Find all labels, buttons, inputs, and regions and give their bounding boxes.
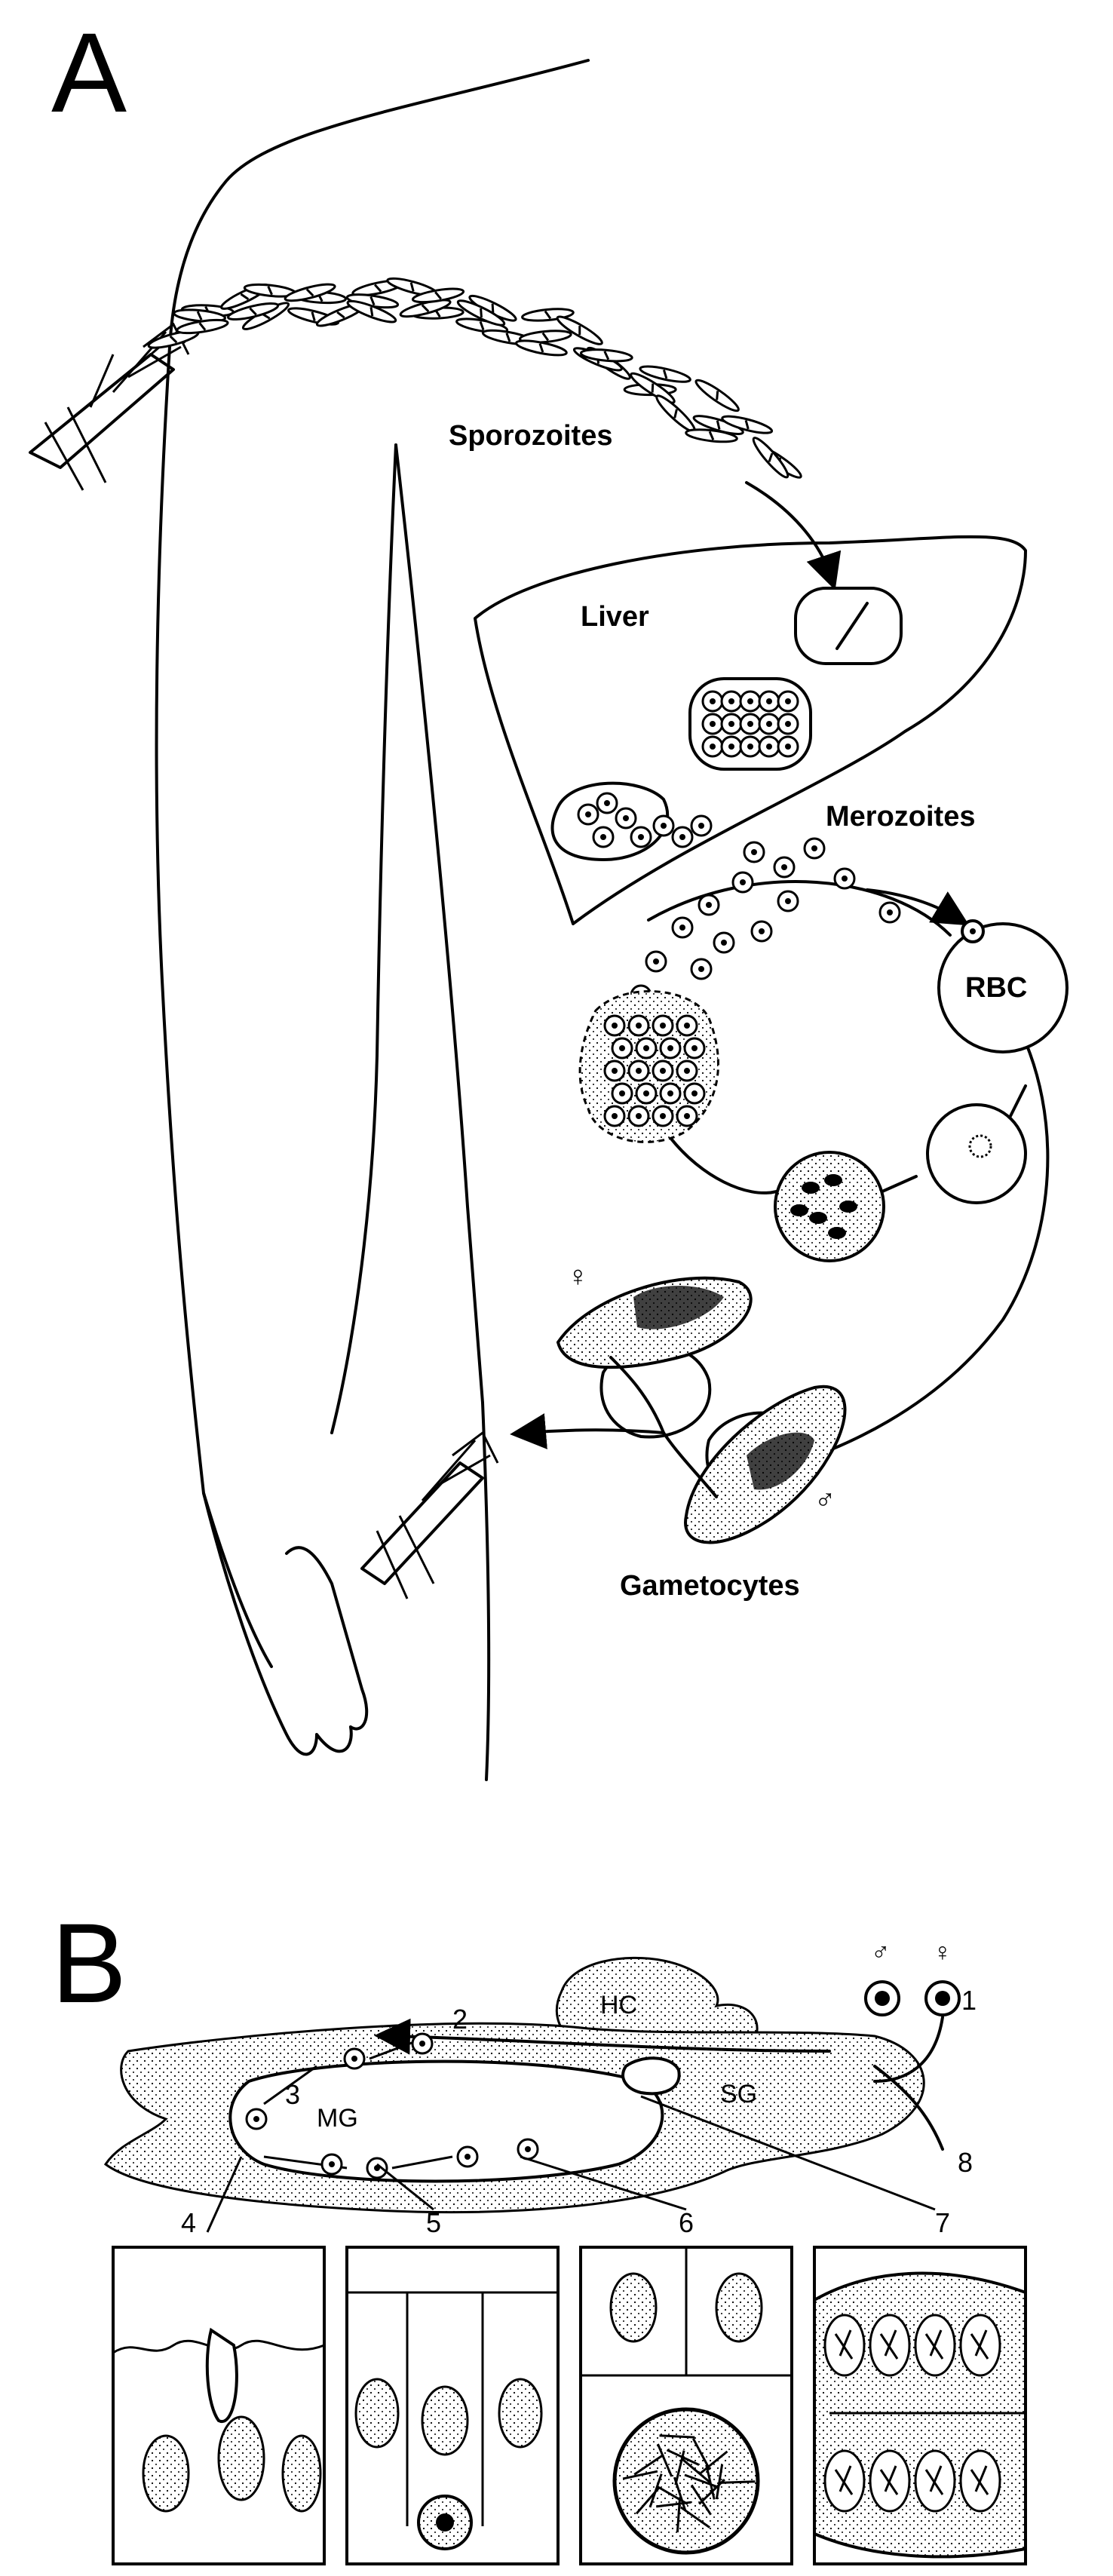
liver-cell-sporozoite: [794, 587, 903, 665]
sporozoites-stream: [147, 277, 802, 479]
stage-3-label: 3: [285, 2079, 300, 2110]
stage-5-label: 5: [426, 2207, 441, 2238]
torso-right-edge: [481, 1401, 491, 1781]
human-figure: [155, 59, 590, 1781]
schizont-rbc-rupturing: [578, 990, 719, 1143]
cycle-right-side: [737, 1024, 1050, 1480]
mosquito-stage-forms: [245, 2032, 539, 2179]
panel-a-letter: A: [51, 9, 127, 136]
stage-7-label: 7: [935, 2207, 950, 2238]
hc-label: HC: [600, 1991, 637, 2019]
panel-b-letter: B: [51, 1900, 127, 2026]
liver-cell-schizont: [688, 677, 812, 771]
mosquito-bottom-icon: [360, 1431, 499, 1599]
merozoite-to-rbc-arrow: [866, 888, 970, 926]
gametocytes-label: Gametocytes: [620, 1570, 800, 1602]
male-symbol: ♂: [814, 1483, 836, 1515]
gamete-male-symbol: ♂: [871, 1938, 891, 1967]
free-merozoites: [630, 837, 901, 1007]
merozoites-label: Merozoites: [826, 801, 975, 833]
inset-panel-6: [579, 2246, 793, 2565]
shoulder-outline: [168, 59, 590, 348]
gamete-female-symbol: ♀: [933, 1938, 952, 1967]
rbc-label: RBC: [965, 972, 1027, 1004]
cycle-loop: [647, 880, 952, 937]
cycle-link: [881, 1175, 918, 1193]
hand: [202, 1492, 369, 1756]
stage-4-label: 4: [181, 2207, 196, 2238]
inset-panel-5: [345, 2246, 560, 2565]
gametes-ingested: ♂ ♀: [864, 1938, 961, 2083]
inset-panel-4: [112, 2246, 326, 2565]
erythrocytic-cycle: RBC: [578, 837, 1069, 1480]
female-symbol: ♀: [567, 1261, 589, 1293]
midgut: [228, 2059, 664, 2183]
sg-label: SG: [720, 2080, 757, 2108]
arm-inner-edge: [330, 443, 397, 1434]
mg-label: MG: [317, 2104, 358, 2133]
stage-8-label: 8: [958, 2147, 973, 2178]
salivary-gland: [621, 2056, 681, 2096]
mosquito-anatomy: [103, 1956, 944, 2213]
cycle-bottom: [670, 1137, 778, 1194]
sporozoites-label: Sporozoites: [449, 420, 612, 452]
ring-stage-rbc: [926, 1103, 1027, 1204]
stage-2-label: 2: [452, 2004, 468, 2035]
stage-6-label: 6: [679, 2207, 694, 2238]
liver-label: Liver: [581, 601, 649, 633]
rbc-cell: RBC: [937, 919, 1069, 1053]
liver-cell-rupturing: [550, 781, 713, 862]
inset-panel-7: [813, 2246, 1027, 2565]
stage-1-label: 1: [961, 1985, 977, 2016]
torso-left-edge: [394, 443, 484, 1404]
gut-flow-arrow: [374, 2018, 831, 2055]
proboscis: [873, 2065, 944, 2151]
arm-outer-edge: [155, 345, 273, 1668]
liver: [474, 535, 1027, 925]
gametocyte-to-mosquito-arrow: [510, 1413, 665, 1449]
liver-outline: [474, 535, 1027, 925]
sporozoites-to-liver-arrow: [745, 481, 842, 590]
trophozoite-rbc: [774, 1151, 885, 1262]
gametocytes: ♀ ♂: [510, 1261, 847, 1544]
